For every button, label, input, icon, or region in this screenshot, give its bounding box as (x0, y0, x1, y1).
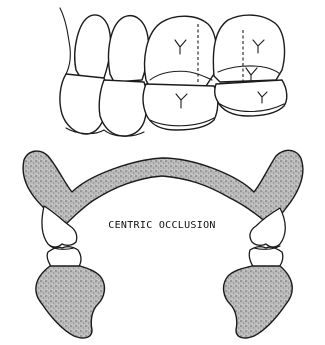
gum-line (60, 8, 70, 74)
upper-incisor-2 (109, 16, 149, 82)
occlusion-label: CENTRIC OCCLUSION (108, 220, 215, 231)
lower-left-bone (36, 266, 105, 338)
lower-incisor-2 (99, 80, 147, 136)
lower-molar (215, 80, 287, 116)
dentition-illustration (60, 8, 287, 136)
lower-right-bone (224, 266, 293, 338)
lower-right-crown (249, 247, 283, 268)
lower-left-crown (47, 247, 81, 268)
upper-incisor-1 (75, 15, 111, 80)
upper-arch-bone (23, 150, 303, 230)
occlusion-cross-section: CENTRIC OCCLUSION (23, 150, 303, 338)
lower-premolar (143, 84, 218, 130)
